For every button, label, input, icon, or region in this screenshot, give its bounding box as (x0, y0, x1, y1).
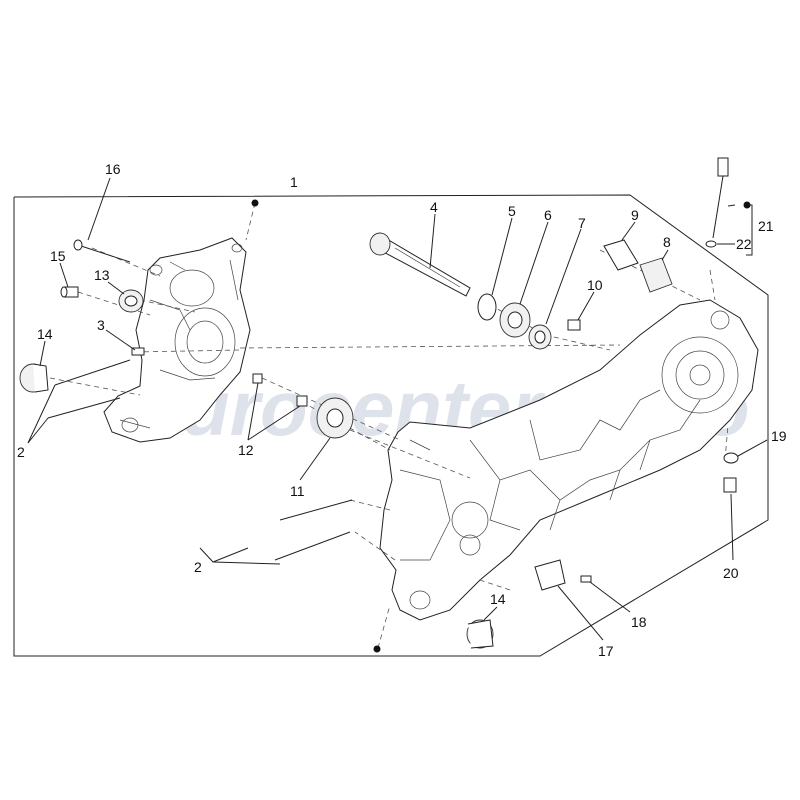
washer-19-part (723, 452, 739, 464)
callout-14: 14 (37, 326, 53, 342)
silent-block-left-part (19, 363, 49, 393)
bearing-11-part (316, 397, 354, 439)
callout-10: 10 (587, 277, 603, 293)
callout-1: 1 (290, 174, 298, 190)
leader-lines (27, 177, 768, 641)
callout-16: 16 (105, 161, 121, 177)
dipstick-part (712, 157, 729, 239)
callout-14: 14 (490, 591, 506, 607)
callout-4: 4 (430, 199, 438, 215)
bushing-8-part (639, 257, 673, 293)
callout-6: 6 (544, 207, 552, 223)
callout-8: 8 (663, 234, 671, 250)
drain-plug-part (723, 477, 737, 493)
cover-plate-part (534, 559, 566, 591)
gear-shaft-part (369, 232, 471, 297)
callout-3: 3 (97, 317, 105, 333)
callout-9: 9 (631, 207, 639, 223)
reference-dot (743, 201, 751, 209)
dowel-10-part (567, 319, 581, 331)
bearing-6-part (499, 302, 531, 338)
callout-2: 2 (17, 444, 25, 460)
dowel-pin-part (131, 347, 145, 356)
circlip-part (477, 293, 497, 321)
bushing-9-part (603, 239, 639, 271)
oil-seal-part (118, 289, 144, 313)
studs-left-part (47, 359, 131, 419)
callout-11: 11 (290, 483, 305, 499)
callout-5: 5 (508, 203, 516, 219)
callout-17: 17 (598, 643, 614, 659)
callout-20: 20 (723, 565, 739, 581)
assembly-bracket (13, 194, 769, 657)
callout-21: 21 (758, 218, 774, 234)
right-crankcase-half (379, 299, 759, 621)
callout-22: 22 (736, 236, 752, 252)
callout-12: 12 (238, 442, 254, 458)
callout-7: 7 (578, 215, 586, 231)
callout-15: 15 (50, 248, 66, 264)
reference-dot (373, 645, 381, 653)
callout-13: 13 (94, 267, 110, 283)
silent-block-right-part (466, 619, 494, 649)
oil-seal-7-part (528, 324, 552, 350)
long-bolt-part (73, 239, 131, 263)
small-screw-part (60, 286, 79, 298)
callout-2: 2 (194, 559, 202, 575)
screw-18-part (580, 575, 592, 583)
callout-18: 18 (631, 614, 647, 630)
left-crankcase-half (103, 237, 251, 443)
o-ring-22-part (705, 240, 717, 248)
studs-lower-part (274, 499, 353, 561)
reference-dot (251, 199, 259, 207)
callout-19: 19 (771, 428, 787, 444)
